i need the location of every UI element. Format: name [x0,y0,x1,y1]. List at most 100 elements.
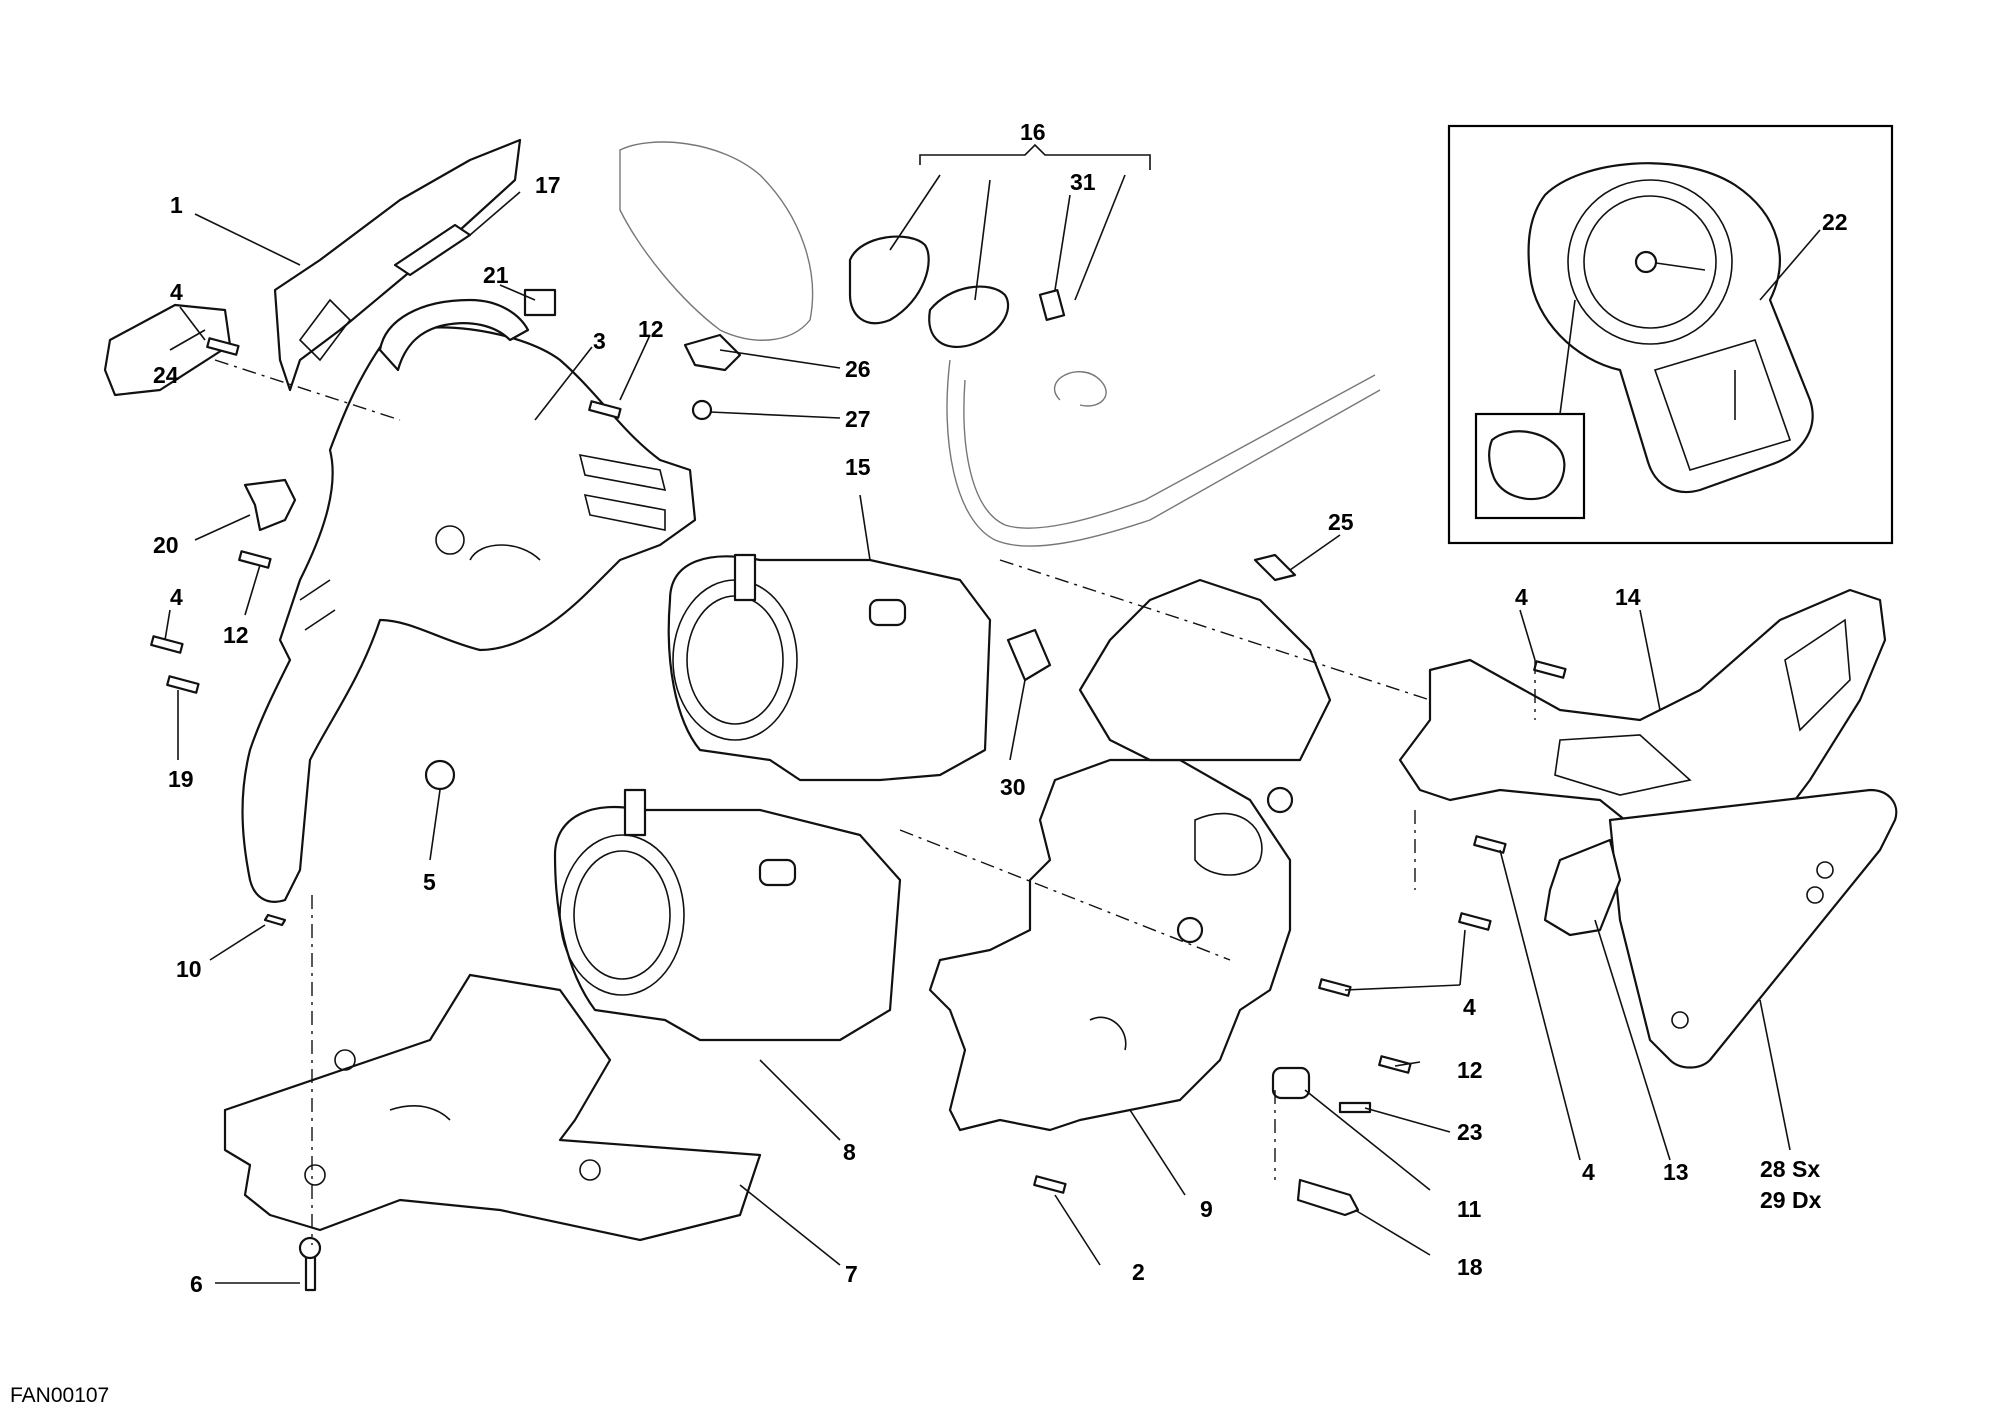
leader-5 [429,789,441,861]
leader-4-d [1499,849,1581,1161]
callout-14: 14 [1615,584,1641,610]
callout-19: 19 [168,766,194,792]
leader-26 [719,349,841,369]
axis-24 [214,359,401,421]
leader-20 [194,514,251,541]
ghost-instrument-housing [619,141,814,341]
lcd-display [1653,339,1792,471]
leader-4-a [179,306,206,341]
leader-23 [1364,1107,1451,1133]
leader-31 [1054,194,1071,291]
part-7-hole-1 [334,1049,356,1071]
callout-24: 24 [153,362,179,388]
part-3-inner-panel [241,298,697,903]
leader-16-a [889,174,941,251]
part-24-grommet [103,303,232,397]
callout-25: 25 [1328,509,1354,535]
leader-18 [1354,1209,1431,1256]
part-8-boss [758,858,797,887]
part-3-slots [299,579,336,631]
part-7-lower-bracket [223,973,762,1242]
part-4-bolt-e [1458,912,1492,931]
needle-hub [1634,250,1658,274]
leader-14 [1639,609,1661,711]
part-9-cutout [1194,812,1263,876]
leader-7 [739,1184,841,1266]
leader-21 [499,284,536,301]
part-1-bracket [273,138,522,392]
part-28-29-hole-1 [1816,861,1834,879]
part-6-bolt-head [298,1236,322,1260]
callout-11: 11 [1457,1196,1482,1222]
part-3-vent-2 [578,453,667,492]
part-2-bolt [1033,1175,1067,1194]
part-10-pin [263,913,287,927]
part-7-body [223,973,762,1242]
bracket-16 [919,143,1151,170]
part-18-pin [1296,1178,1360,1217]
part-4-bolt-a [206,337,240,356]
part-28-29-hole-3 [1671,1011,1689,1029]
callout-20: 20 [153,532,179,558]
ghost-context [619,141,1381,547]
cluster-grommet-detail [1488,430,1566,501]
leader-4-c [1519,609,1536,661]
part-15-boss [868,598,907,627]
leader-13 [1594,919,1671,1161]
part-8-tab [623,788,647,837]
axis-lower [899,829,1231,961]
leader-lines [164,143,1791,1284]
instrument-cluster-body [1527,162,1814,494]
part-20-clip [243,478,297,532]
callout-23: 23 [1457,1119,1483,1145]
leader-16-b [974,179,991,301]
leader-15 [859,494,871,561]
ghost-fairing-inner [963,374,1376,529]
callout-1: 1 [170,192,183,218]
part-11-bushing [1271,1066,1311,1100]
part-8-housing [553,805,902,1042]
part-4-bolt-b [150,635,184,654]
part-23-screw [1338,1101,1372,1114]
part-4-bolt-c [1533,660,1567,679]
leader-16-c [1074,174,1126,301]
callout-12-c: 12 [1457,1057,1483,1083]
part-28-29-plate [1608,788,1898,1069]
leader-22 [1759,229,1821,301]
callout-4-c: 4 [1515,584,1528,610]
leader-4-f [1344,984,1461,991]
callout-10: 10 [176,956,202,982]
leader-4-b [164,609,171,641]
leader-12-a [619,334,651,401]
ghost-fairing-mount [1053,371,1107,407]
callout-15: 15 [845,454,871,480]
part-3-body [241,326,697,903]
part-9-central-bracket [928,578,1332,1132]
part-28-29-hole-2 [1806,886,1824,904]
inset-frame [1447,124,1894,545]
callout-4-b: 4 [170,584,183,610]
part-27-screw [691,399,713,421]
leader-27 [709,411,841,419]
callout-28: 28 Sx [1760,1156,1820,1182]
callout-16: 16 [1020,119,1046,145]
small-parts [103,235,1567,1292]
callout-labels: 1 2 3 4 4 4 4 4 5 6 7 8 9 10 11 12 12 12… [153,119,1848,1297]
callout-12-a: 12 [638,316,664,342]
part-12-bolt-c [1378,1055,1412,1074]
callout-6: 6 [190,1271,203,1297]
callout-2: 2 [1132,1259,1145,1285]
leader-3 [534,346,593,421]
leader-8 [759,1059,841,1141]
part-9-top [1078,578,1332,762]
callout-4-a: 4 [170,279,183,305]
part-15-headlight-upper [667,553,992,782]
part-3-vent-3 [583,493,666,531]
callout-27: 27 [845,406,871,432]
inset-detail-frame [1474,412,1586,520]
leader-4-e [1459,929,1466,986]
leader-1 [194,213,301,266]
callout-26: 26 [845,356,871,382]
part-3-hole [435,525,465,555]
